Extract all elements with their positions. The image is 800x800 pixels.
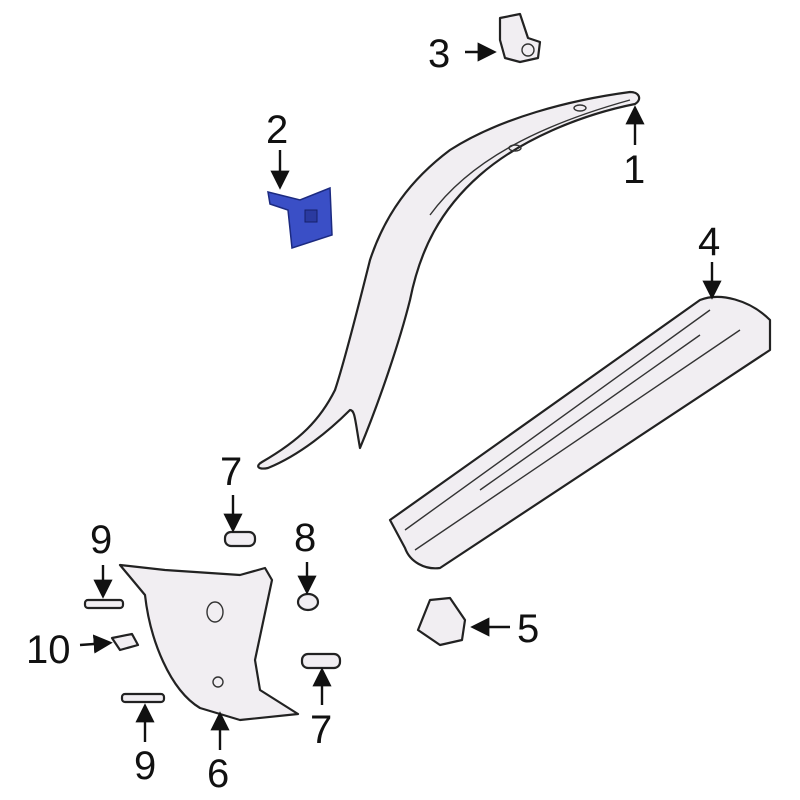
part-4-sill-plate[interactable] (388, 295, 772, 570)
callout-5: 5 (517, 607, 540, 651)
callout-6: 6 (207, 752, 230, 796)
callout-7-upper: 7 (220, 450, 243, 494)
part-5-bracket[interactable] (416, 596, 467, 647)
leader-arrows (79, 42, 722, 750)
part-7-retainer-lower[interactable] (300, 652, 342, 670)
callout-4: 4 (698, 220, 721, 264)
part-3-clip[interactable] (498, 12, 542, 64)
part-9-screw-lower[interactable] (120, 692, 166, 704)
callout-3: 3 (428, 32, 451, 76)
callout-10: 10 (26, 628, 71, 672)
callout-1: 1 (623, 148, 646, 192)
part-6-lower-trim-panel[interactable] (118, 563, 300, 722)
part-8-clip[interactable] (296, 592, 320, 612)
part-9-screw-upper[interactable] (83, 598, 125, 610)
part-2-bracket-highlighted[interactable] (267, 186, 333, 249)
part-7-retainer-upper[interactable] (223, 530, 257, 548)
callout-8: 8 (294, 516, 317, 560)
callout-2: 2 (266, 108, 289, 152)
part-1-pillar-trim[interactable] (257, 90, 641, 470)
callout-9-lower: 9 (134, 744, 157, 788)
callout-9-upper: 9 (90, 518, 113, 562)
callout-7-lower: 7 (310, 708, 333, 752)
part-10-nut[interactable] (110, 632, 140, 652)
